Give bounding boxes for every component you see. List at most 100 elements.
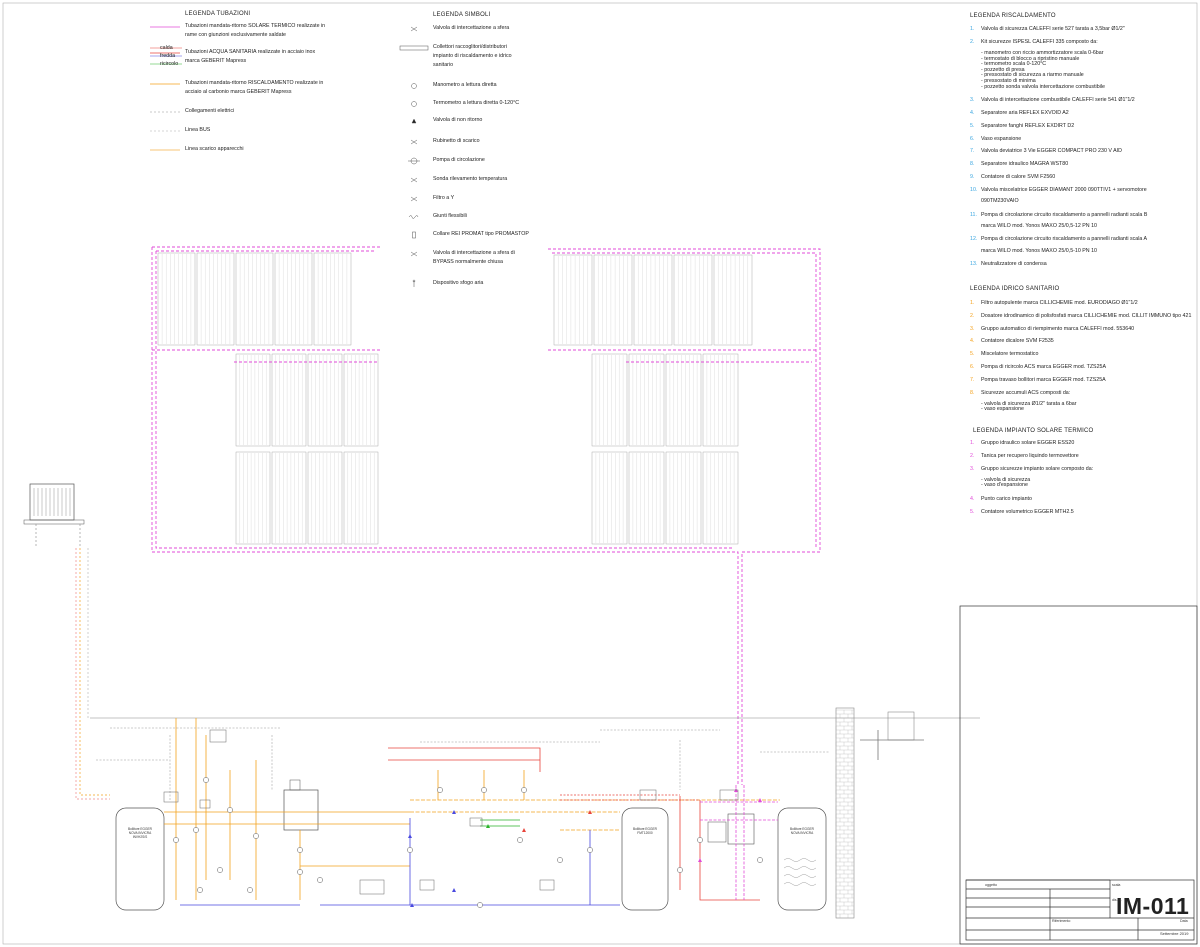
legend-number: 5. [970, 508, 975, 515]
legend-item: Punto carico impianto [981, 496, 1032, 502]
legend-number: 13. [970, 261, 978, 268]
legend-symbol-item: Termometro a lettura diretta 0-120°C [433, 100, 520, 106]
legend-number: 1. [970, 26, 975, 32]
legend-item: Gruppo sicurezze impianto solare compost… [981, 465, 1094, 472]
solar-collector-field [157, 252, 753, 545]
legend-item: - termostato di blocco a ripristino manu… [981, 55, 1080, 62]
legend-symbol-item: Collare REI PROMAT tipo PROMASTOP [433, 231, 529, 237]
legend-item: Neutralizzatore di condensa [981, 261, 1047, 268]
title-block [959, 605, 1198, 945]
legend-number: 4. [970, 496, 975, 502]
legend-number: 6. [970, 135, 975, 142]
legend-pipe-tag: ricircolo [160, 61, 179, 67]
legend-pipes-item: Tubazioni ACQUA SANITARIA realizzate in … [185, 49, 316, 55]
tb-label-oggetto: oggetto [985, 883, 997, 887]
check-valve-icon [411, 118, 417, 124]
legend-number: 1. [970, 300, 975, 306]
tb-label-scala: scala [1112, 883, 1121, 887]
legend-symbol-item: impianto di riscaldamento e idrico [433, 53, 512, 59]
legend-item: Gruppo idraulico solare EGGER ESS20 [981, 440, 1075, 446]
legend-number: 7. [970, 376, 975, 383]
legend-pipes-item: Linea BUS [185, 127, 211, 133]
legend-pipes-item: Tubazioni mandata-ritorno SOLARE TERMICO… [185, 23, 326, 29]
legend-symbol-item: Valvola di intercettazione a sfera [433, 25, 510, 31]
legend-item: marca WILO mod. Yonos MAXO 25/0,5-12 PN … [981, 222, 1097, 229]
svg-text:INVH2S/S: INVH2S/S [133, 835, 148, 839]
legend-symbol-item: sanitario [433, 62, 454, 68]
legend-pipes-title: LEGENDA TUBAZIONI [185, 11, 251, 17]
legend-pipes-item: marca GEBERIT Mapress [185, 58, 247, 64]
collector-icon [399, 45, 429, 51]
legend-solar-title: LEGENDA IMPIANTO SOLARE TERMICO [973, 428, 1094, 434]
drawing-code: IM-011 [1116, 893, 1190, 919]
legend-item: Pompa travaso bollitori marca EGGER mod.… [981, 376, 1106, 383]
legend-symbol-item: Rubinetto di scarico [433, 138, 480, 144]
legend-item: Separatore aria REFLEX EXVOID A2 [981, 110, 1069, 116]
legend-item: - vaso d'espansione [981, 482, 1028, 489]
legend-item: Contatore dicalore SVM F2535 [981, 338, 1054, 345]
pressure-gauge-icon [411, 83, 417, 89]
legend-item: Tanica per recupero liquindo termovettor… [981, 452, 1079, 459]
legend-number: 2. [970, 312, 975, 319]
legend-item: Valvola di sicurezza CALEFFI serie 527 t… [981, 26, 1125, 32]
legend-item: Sicurezze accumuli ACS composti da: [981, 389, 1071, 396]
legend-symbol-item: Filtro a Y [433, 195, 455, 201]
legend-number: 6. [970, 364, 975, 370]
bypass-valve-icon [410, 251, 418, 257]
legend-number: 4. [970, 338, 975, 345]
legend-item: - pozzetto sonda valvola intercettazione… [981, 83, 1105, 90]
legend-item: Contatore di calore SVM F2560 [981, 174, 1056, 180]
legend-heating-title: LEGENDA RISCALDAMENTO [970, 13, 1056, 19]
legend-number: 8. [970, 389, 975, 396]
legend-item: marca WILO mod. Yonos MAXO 25/0,5-10 PN … [981, 247, 1097, 254]
legend-pipes-item: Tubazioni mandata-ritorno RISCALDAMENTO … [185, 80, 324, 86]
svg-text:FMT12000: FMT12000 [637, 831, 653, 835]
legend-symbol-item: Collettori raccoglitori/distributori [433, 44, 507, 50]
svg-text:NOVA INVICRA: NOVA INVICRA [791, 831, 814, 835]
legend-item: Pompa di ricircolo ACS marca EGGER mod. … [981, 364, 1107, 370]
fire-collar-icon [412, 231, 416, 239]
legend-item: Dosatore idrodinamico di polisfosfati ma… [981, 312, 1192, 319]
legend-item: 090TM230VAIO [981, 198, 1019, 204]
svg-text:Bollitore EGGER: Bollitore EGGER [790, 827, 815, 831]
legend-item: - termometro scala 0-120°C [981, 61, 1047, 68]
legend-number: 9. [970, 174, 975, 180]
legend-symbol-item: Sonda rilevamento temperatura [433, 176, 508, 182]
tank-labels: Bollitore EGGER NOVA INVICRA INVH2S/S Bo… [128, 827, 815, 839]
legend-item: Valvola miscelatrice EGGER DIAMANT 2000 … [981, 186, 1147, 193]
svg-text:Bollitore EGGER: Bollitore EGGER [128, 827, 153, 831]
legend-symbol-item: Dispositivo sfogo aria [433, 280, 484, 286]
legend-item: - pressostato di sicurezza a riarmo manu… [981, 72, 1084, 79]
legend-item: Filtro autopulente marca CILLICHEMIE mod… [981, 300, 1138, 306]
flexible-joint-icon [408, 215, 419, 219]
legend-item: Valvola di intercettazione combustibile … [981, 97, 1135, 104]
brick-wall [835, 709, 854, 918]
legend-pipes-item: acciaio al carbonio marca GEBERIT Mapres… [185, 89, 292, 95]
legend-item: - manometro con riccio ammortizzatore sc… [981, 50, 1104, 56]
legend-item: - valvola di sicurezza Ø1/2" tarata a 6b… [981, 400, 1077, 407]
legend-item: Separatore idraulico MAGRA WST80 [981, 161, 1069, 168]
legend-item: Pompa di circolazione circuito riscaldam… [981, 211, 1148, 218]
legend-number: 1. [970, 440, 975, 446]
legend-item: Vaso espansione [981, 135, 1022, 142]
legend-symbol-item: Pompa di circolazione [433, 157, 485, 163]
pump-icon [408, 157, 420, 165]
boiler-room-walls [90, 707, 980, 919]
legend-item: - valvola di sicurezza [981, 476, 1031, 483]
legend-item: Gruppo automatico di riempimento marca C… [981, 325, 1135, 332]
solar-pipes [151, 246, 821, 785]
legend-item: Valvola deviatrice 3 Vie EGGER COMPACT P… [981, 148, 1122, 155]
drain-tap-icon [410, 139, 418, 145]
legend-number: 3. [970, 325, 975, 332]
legend-number: 10. [970, 186, 978, 193]
legend-item: Miscelatore termostatico [981, 351, 1039, 358]
legend-item: - pressostato di minima [981, 78, 1036, 84]
legend-number: 2. [970, 38, 975, 45]
legend-symbol-item: Giunti flessibili [433, 213, 467, 219]
legend-number: 12. [970, 236, 978, 243]
legend-pipes-item: rame con giunzioni esclusivamente saldat… [185, 32, 286, 38]
temperature-probe-icon [410, 177, 418, 183]
legend-pipe-tag: calda [160, 45, 173, 51]
svg-text:NOVA INVICRA: NOVA INVICRA [129, 831, 152, 835]
